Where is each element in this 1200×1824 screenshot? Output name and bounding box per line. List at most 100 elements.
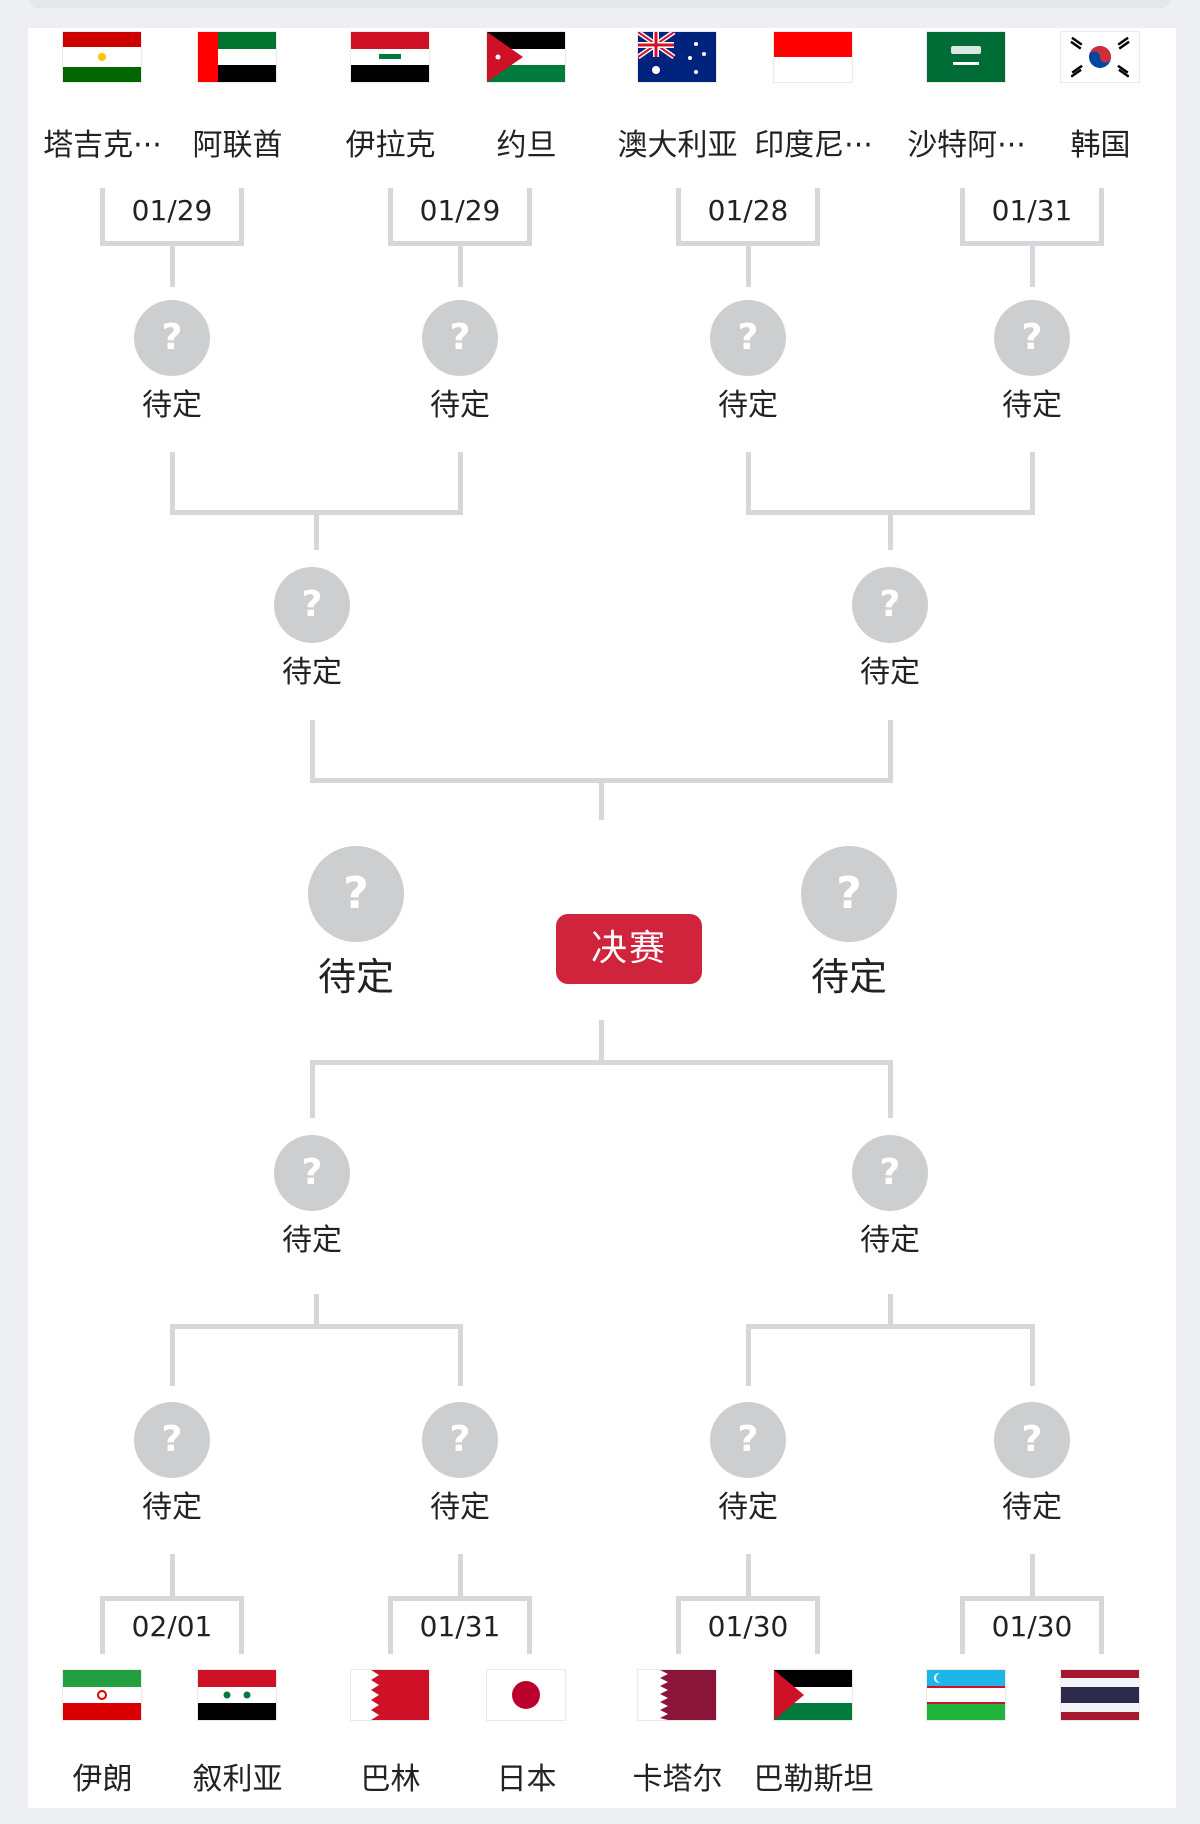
bottom-quarter-slot-2-circle[interactable]: ? <box>710 1402 786 1478</box>
connector <box>388 188 393 246</box>
match-date-bottom-2[interactable]: 01/30 <box>707 1610 789 1643</box>
top-semi-slot-1-circle[interactable]: ? <box>852 567 928 643</box>
team-name-bottom-1[interactable]: 叙利亚 <box>192 1762 283 1797</box>
connector <box>170 1324 463 1329</box>
top-quarter-slot-3-circle[interactable]: ? <box>994 300 1070 376</box>
bahrain-flag <box>351 1670 429 1720</box>
bottom-quarter-slot-3-circle[interactable]: ? <box>994 1402 1070 1478</box>
japan-flag <box>487 1670 565 1720</box>
connector <box>388 1596 393 1654</box>
bottom-quarter-slot-0-circle[interactable]: ? <box>134 1402 210 1478</box>
connector <box>599 1020 604 1060</box>
connector <box>888 510 893 550</box>
korea-flag <box>1061 32 1139 82</box>
top-semi-slot-0-label: 待定 <box>282 655 342 690</box>
connector <box>960 1596 965 1654</box>
match-date-bottom-0[interactable]: 02/01 <box>131 1610 213 1643</box>
match-date-bottom-3[interactable]: 01/30 <box>991 1610 1073 1643</box>
bottom-quarter-slot-2-label: 待定 <box>718 1490 778 1525</box>
connector <box>746 1324 1035 1329</box>
top-semi-slot-0-circle[interactable]: ? <box>274 567 350 643</box>
team-name-bottom-5[interactable]: 巴勒斯坦 <box>753 1762 874 1797</box>
team-name-top-2[interactable]: 伊拉克 <box>345 128 436 163</box>
connector <box>310 1060 315 1118</box>
team-name-bottom-3[interactable]: 日本 <box>496 1762 557 1797</box>
connector <box>170 1554 175 1600</box>
match-date-top-0[interactable]: 01/29 <box>131 194 213 227</box>
team-name-top-5[interactable]: 印度尼··· <box>754 128 873 163</box>
top-edge-band <box>30 0 1170 8</box>
finalist-slot-1-label: 待定 <box>810 955 887 999</box>
saudi-arabia-flag <box>927 32 1005 82</box>
top-quarter-slot-1-label: 待定 <box>430 388 490 423</box>
connector <box>170 241 175 287</box>
jordan-flag <box>487 32 565 82</box>
finalist-slot-1-circle[interactable]: ? <box>801 846 897 942</box>
connector <box>458 1554 463 1600</box>
connector <box>100 1596 105 1654</box>
connector <box>676 1596 681 1654</box>
connector <box>314 1294 319 1324</box>
final-badge: 决赛 <box>556 914 702 984</box>
bottom-quarter-slot-3-label: 待定 <box>1002 1490 1062 1525</box>
match-date-top-3[interactable]: 01/31 <box>991 194 1073 227</box>
syria-flag <box>198 1670 276 1720</box>
team-name-top-6[interactable]: 沙特阿··· <box>907 128 1026 163</box>
connector <box>1099 188 1104 246</box>
top-quarter-slot-2-circle[interactable]: ? <box>710 300 786 376</box>
connector <box>239 1596 244 1654</box>
connector <box>310 720 315 783</box>
bottom-semi-slot-1-label: 待定 <box>860 1223 920 1258</box>
team-name-bottom-4[interactable]: 卡塔尔 <box>632 1762 723 1797</box>
australia-flag <box>638 32 716 82</box>
top-quarter-slot-0-circle[interactable]: ? <box>134 300 210 376</box>
team-name-top-1[interactable]: 阿联酋 <box>192 128 283 163</box>
connector <box>1030 1324 1035 1386</box>
connector <box>1030 1554 1035 1600</box>
top-quarter-slot-0-label: 待定 <box>142 388 202 423</box>
finalist-slot-0-label: 待定 <box>317 955 394 999</box>
team-name-top-7[interactable]: 韩国 <box>1070 128 1131 163</box>
finalist-slot-0-circle[interactable]: ? <box>308 846 404 942</box>
uae-flag <box>198 32 276 82</box>
bottom-semi-slot-0-circle[interactable]: ? <box>274 1135 350 1211</box>
bottom-semi-slot-0-label: 待定 <box>282 1223 342 1258</box>
connector <box>527 188 532 246</box>
connector <box>310 1060 893 1065</box>
connector <box>1030 241 1035 287</box>
bottom-quarter-slot-1-label: 待定 <box>430 1490 490 1525</box>
team-name-bottom-0[interactable]: 伊朗 <box>72 1762 133 1797</box>
bracket-card: 塔吉克··· 阿联酋 伊拉克 约旦 澳大利亚印度尼··· 沙特阿··· 韩国伊朗 叙利亚 巴林 日… <box>28 28 1176 1808</box>
connector <box>458 241 463 287</box>
connector <box>170 1324 175 1386</box>
bottom-quarter-slot-1-circle[interactable]: ? <box>422 1402 498 1478</box>
connector <box>170 452 175 515</box>
top-quarter-slot-3-label: 待定 <box>1002 388 1062 423</box>
match-date-top-2[interactable]: 01/28 <box>707 194 789 227</box>
connector <box>100 188 105 246</box>
connector <box>458 1324 463 1386</box>
indonesia-flag <box>774 32 852 82</box>
top-quarter-slot-1-circle[interactable]: ? <box>422 300 498 376</box>
connector <box>746 1324 751 1386</box>
bottom-semi-slot-1-circle[interactable]: ? <box>852 1135 928 1211</box>
connector <box>458 452 463 515</box>
connector <box>815 188 820 246</box>
connector <box>888 720 893 783</box>
team-name-top-3[interactable]: 约旦 <box>496 128 557 163</box>
team-name-bottom-2[interactable]: 巴林 <box>360 1762 421 1797</box>
connector <box>599 778 604 820</box>
team-name-top-4[interactable]: 澳大利亚 <box>617 128 738 163</box>
connector <box>676 188 681 246</box>
match-date-bottom-1[interactable]: 01/31 <box>419 1610 501 1643</box>
connector <box>239 188 244 246</box>
uzbekistan-flag <box>927 1670 1005 1720</box>
match-date-top-1[interactable]: 01/29 <box>419 194 501 227</box>
thailand-flag <box>1061 1670 1139 1720</box>
connector <box>1030 452 1035 515</box>
connector <box>527 1596 532 1654</box>
connector <box>1099 1596 1104 1654</box>
team-name-top-0[interactable]: 塔吉克··· <box>43 128 162 163</box>
iraq-flag <box>351 32 429 82</box>
top-semi-slot-1-label: 待定 <box>860 655 920 690</box>
